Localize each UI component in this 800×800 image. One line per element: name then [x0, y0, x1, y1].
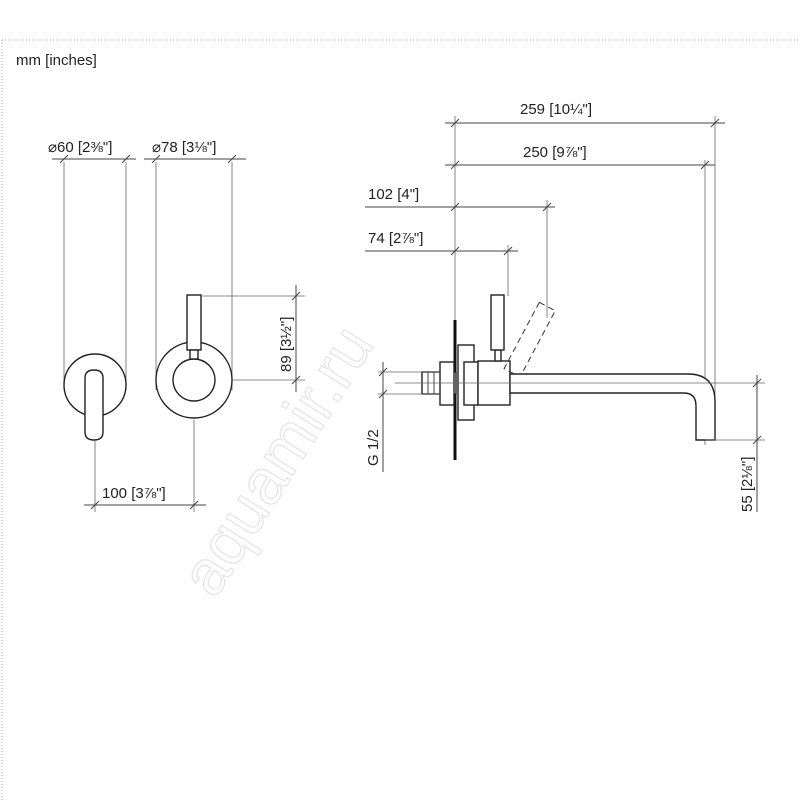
dim-center-100: 100 [3⅞"]	[102, 485, 166, 502]
dim-diameter-78: ⌀78 [3⅛"]	[152, 139, 216, 156]
units-label: mm [inches]	[16, 52, 97, 69]
dim-offset-74: 74 [2⅞"]	[368, 230, 423, 247]
front-view-large-rosette: ⌀78 [3⅛"] 89 [3½"] 100 [3⅞"]	[84, 139, 305, 512]
dim-diameter-60: ⌀60 [2⅜"]	[48, 139, 112, 156]
side-view-spout: 259 [10¼"] 250 [9⅞"] 102 [4"] 74 [2⅞"]	[365, 101, 765, 512]
dim-offset-102: 102 [4"]	[368, 186, 419, 203]
front-view-small-rosette: ⌀60 [2⅜"]	[48, 139, 136, 441]
dim-projection-259: 259 [10¼"]	[520, 101, 592, 118]
dim-projection-250: 250 [9⅞"]	[523, 144, 587, 161]
dim-spout-55: 55 [2⅛"]	[739, 457, 756, 512]
dim-height-89: 89 [3½"]	[278, 317, 295, 372]
dim-thread-g12: G 1/2	[365, 429, 382, 466]
